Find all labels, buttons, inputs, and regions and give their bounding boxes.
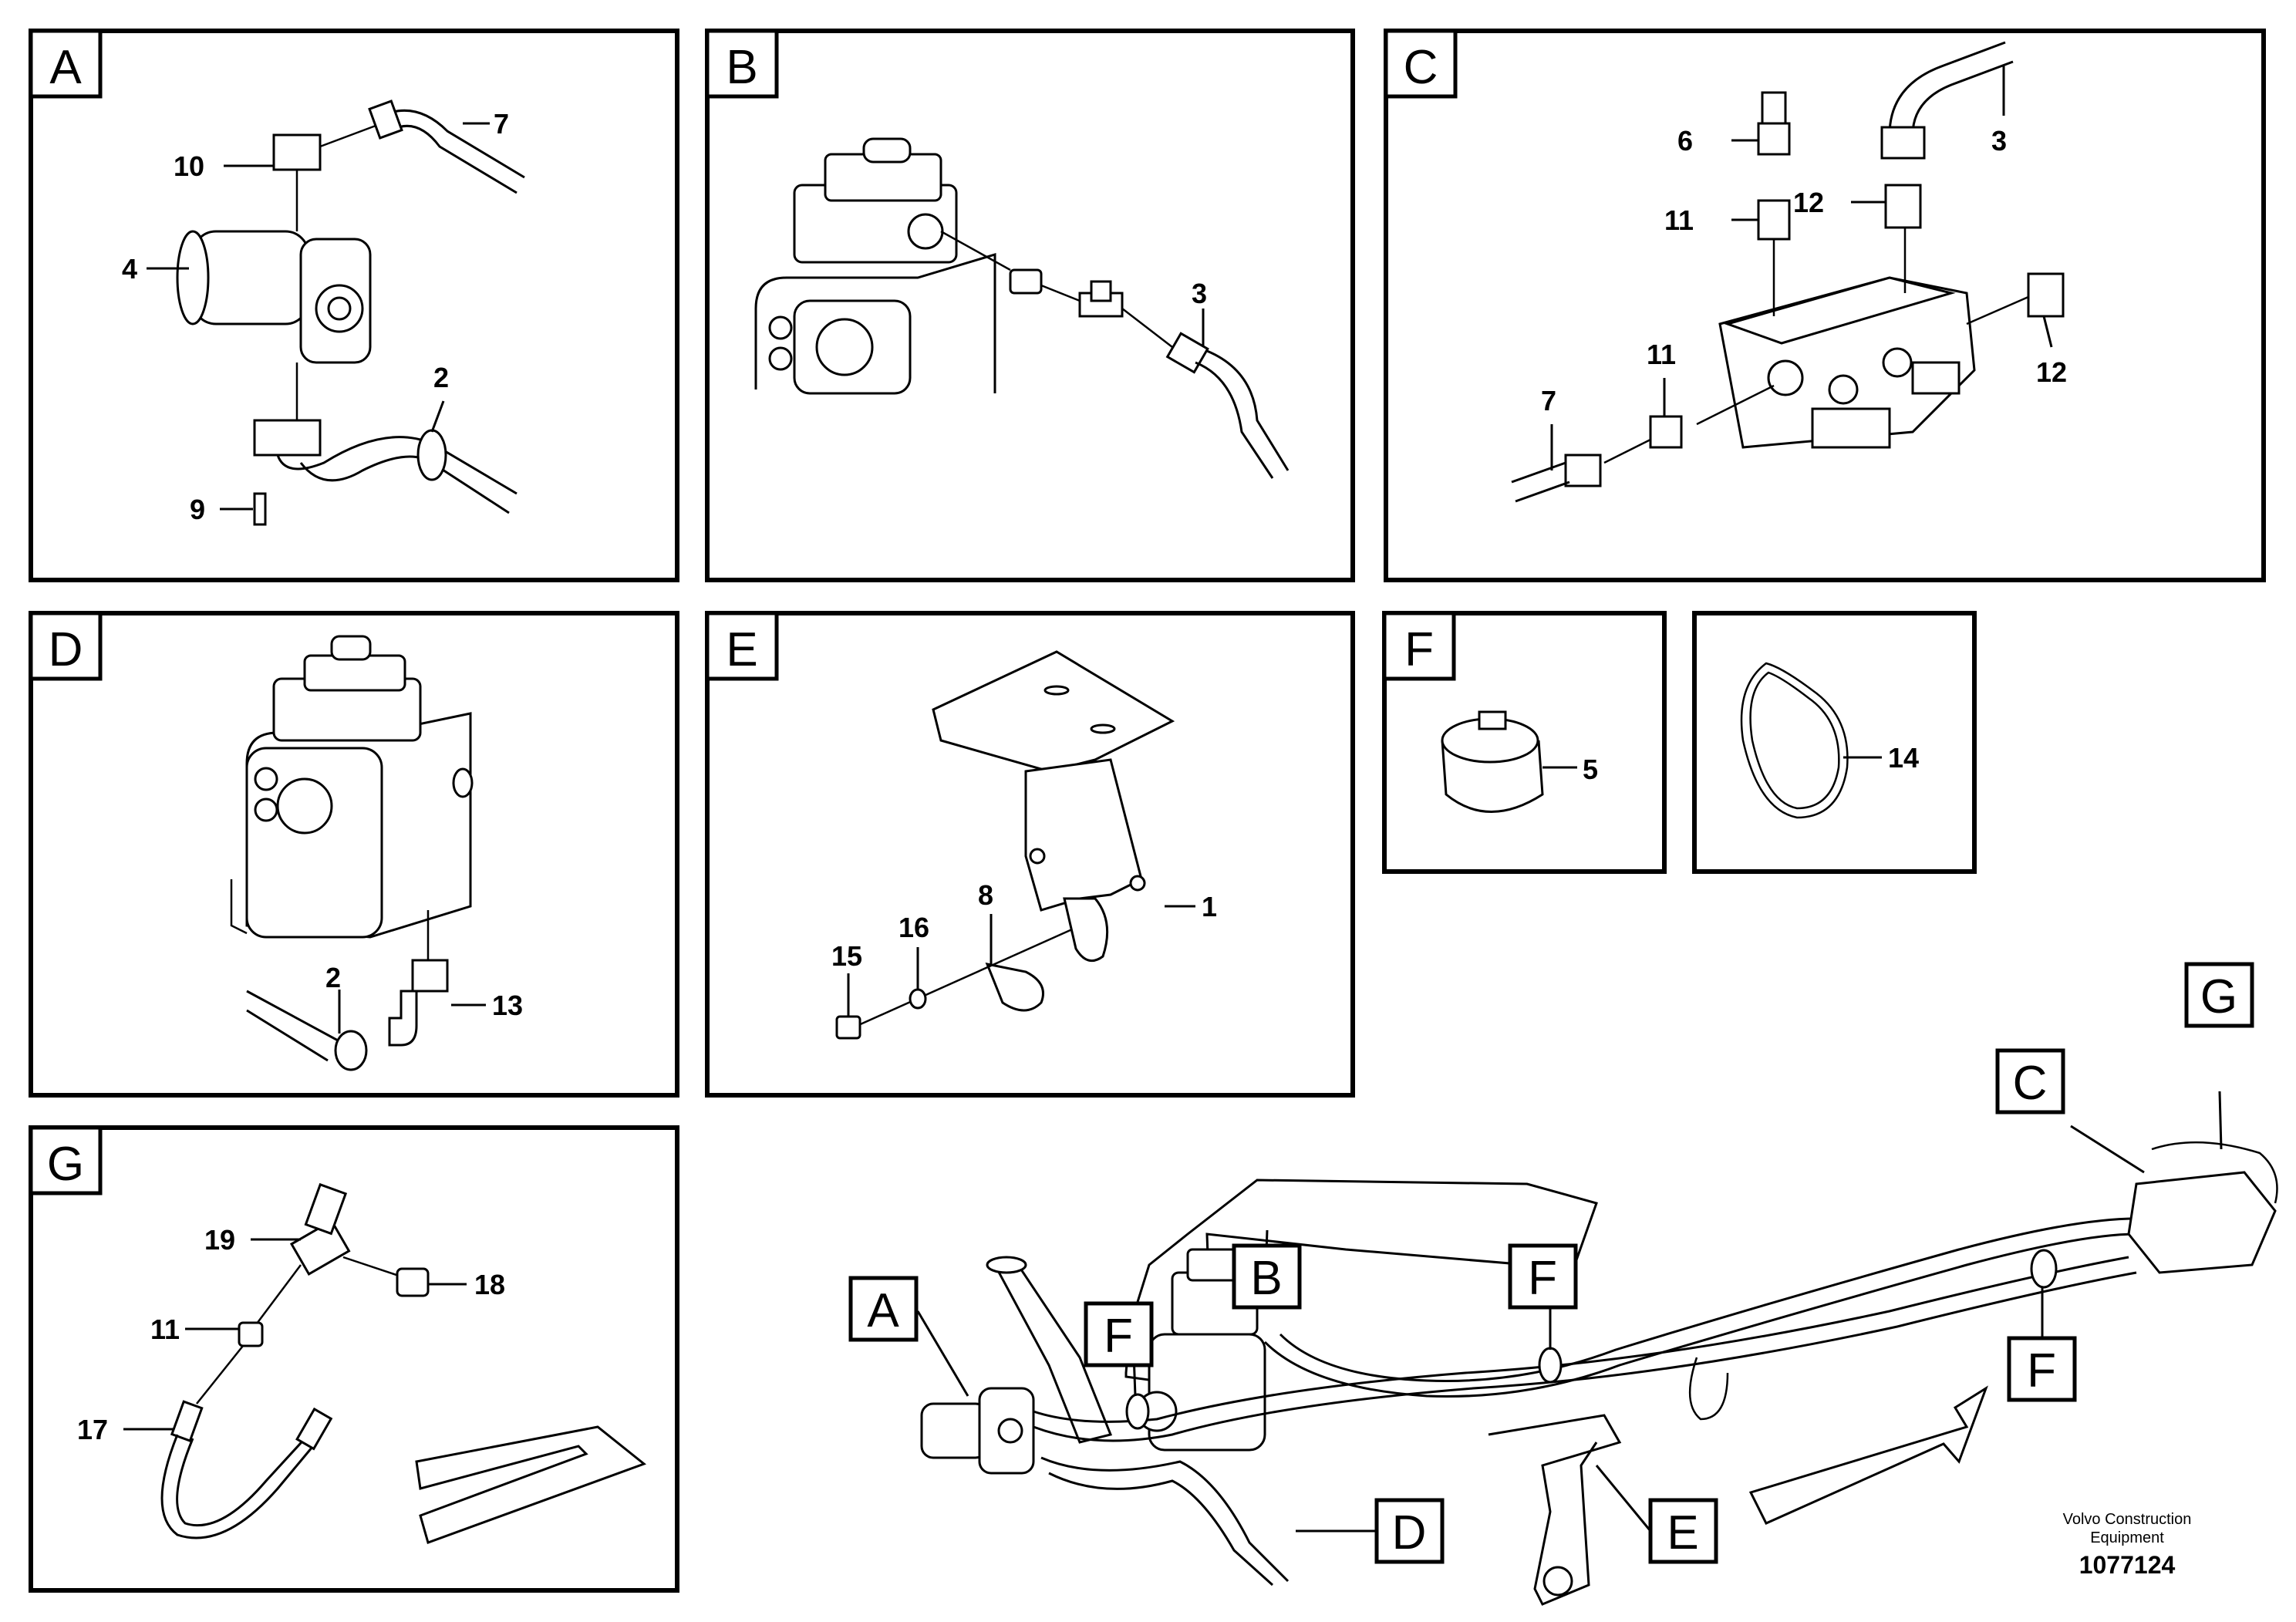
panel-g: G 19 18 11 17 (29, 1125, 679, 1593)
part-number-7: 7 (494, 108, 509, 140)
part-number-5: 5 (1583, 754, 1598, 785)
bolt-part (253, 492, 267, 526)
bracket-1-part (932, 650, 1175, 963)
lower-flange-part (253, 419, 322, 457)
part-number-2: 2 (433, 362, 449, 393)
part-number-14: 14 (1888, 742, 1919, 774)
fitting-6 (1761, 91, 1787, 125)
part-number-2-d: 2 (325, 962, 341, 993)
panel-tag-a: A (49, 41, 82, 94)
part-number-7-c: 7 (1541, 385, 1556, 416)
fitting-11-g-part (238, 1321, 264, 1347)
part-number-12-a: 12 (1793, 187, 1824, 218)
fitting-12-top (1884, 184, 1922, 229)
panel-f: F 5 14 (1382, 611, 1977, 874)
part-number-17: 17 (77, 1414, 108, 1445)
tee-fitting-19-part (289, 1182, 351, 1276)
part-number-19: 19 (204, 1224, 235, 1256)
part-number-3-c: 3 (1991, 125, 2007, 157)
part-number-8: 8 (978, 879, 993, 911)
bolt-15-part (835, 1015, 861, 1040)
overview-callout-b: B (1250, 1252, 1282, 1305)
overview-callout-d: D (1392, 1506, 1427, 1560)
o-ring-14-part (1740, 662, 1849, 819)
part-number-9: 9 (190, 494, 205, 525)
fitting-11-side (1649, 415, 1683, 449)
flange-part (272, 133, 322, 171)
panel-d: D 2 13 (29, 611, 679, 1098)
panel-b: B 3 (705, 29, 1355, 582)
direction-arrow-icon (415, 1425, 647, 1544)
credit-line-1: Volvo Construction (2063, 1511, 2192, 1528)
clip-8-part (985, 962, 1044, 1012)
part-number-3: 3 (1192, 278, 1207, 309)
filter-head-part (793, 137, 958, 264)
credit-line-2: Equipment (2090, 1529, 2164, 1546)
washer-16-part (909, 988, 927, 1010)
overview-callout-f2: F (1528, 1252, 1557, 1305)
panel-tag-f: F (1404, 623, 1434, 676)
part-number-11-a: 11 (1664, 204, 1694, 236)
panel-tag-c: C (1404, 41, 1438, 94)
part-number-10: 10 (174, 150, 204, 182)
panel-e: E 8 16 15 1 (705, 611, 1355, 1098)
fitting-12-side (2027, 272, 2065, 318)
overview-callout-c: C (2013, 1057, 2048, 1110)
part-number-1: 1 (1202, 891, 1217, 922)
fitting-11-top (1757, 199, 1791, 241)
panel-tag-g: G (47, 1138, 84, 1191)
control-valve-part (1718, 276, 1976, 449)
elbow-13 (411, 959, 449, 993)
overview-callout-a: A (867, 1284, 899, 1337)
panel-a: A 7 10 4 2 9 (29, 29, 679, 582)
overview-callout-f3: F (2027, 1344, 2056, 1398)
part-number-15: 15 (831, 940, 862, 972)
overview-callout-e: E (1667, 1506, 1698, 1560)
part-number-16: 16 (899, 912, 929, 943)
direction-arrow-icon-overview (1748, 1385, 1988, 1525)
panel-tag-d: D (49, 623, 83, 676)
part-number-4: 4 (122, 253, 137, 285)
part-number-18: 18 (474, 1269, 505, 1300)
overview-callout-f1: F (1104, 1310, 1133, 1363)
document-number: 1077124 (2079, 1551, 2176, 1579)
part-number-11-g: 11 (150, 1313, 180, 1345)
pump-part (176, 230, 372, 364)
part-number-6: 6 (1677, 125, 1693, 157)
fitting-18-part (396, 1267, 430, 1297)
part-number-13: 13 (492, 990, 523, 1021)
part-number-12-b: 12 (2036, 356, 2067, 388)
part-number-11-b: 11 (1647, 339, 1676, 370)
panel-tag-b: B (726, 41, 757, 94)
panel-tag-e: E (726, 623, 757, 676)
overview-callout-g: G (2200, 970, 2237, 1023)
overview-assembly: A B F F F C G D E (848, 962, 2278, 1606)
panel-c: C (1384, 29, 2266, 582)
hose-clamp-5-part (1441, 710, 1544, 813)
